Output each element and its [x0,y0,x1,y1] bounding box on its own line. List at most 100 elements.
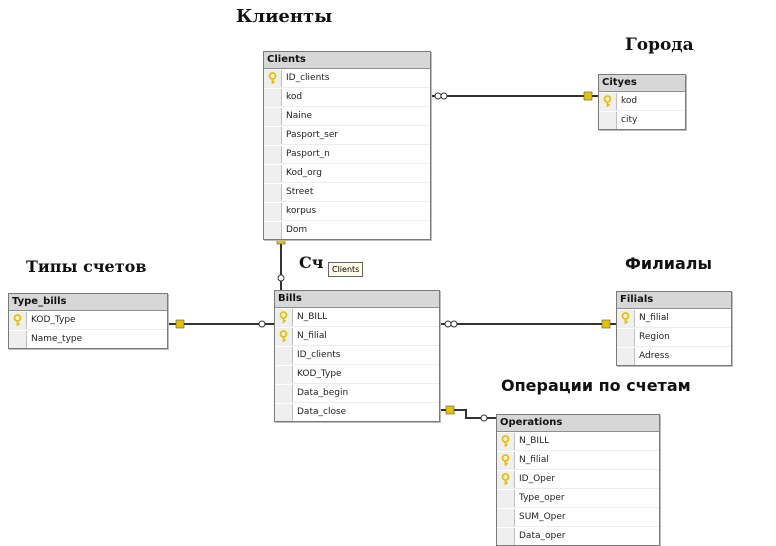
caption-operations: Операции по счетам [501,376,691,395]
table-column-row[interactable]: korpus [264,202,430,221]
row-selector [264,107,282,125]
table-column-row[interactable]: kod [264,88,430,107]
caption-clients: Клиенты [236,6,333,27]
caption-bills: Сч [299,253,324,272]
primary-key-icon [264,69,282,87]
primary-key-icon [497,470,515,488]
table-column-row[interactable]: Adress [617,347,731,365]
table-title: Filials [617,292,731,309]
column-name: Kod_org [286,168,322,178]
row-selector [275,384,293,402]
table-column-row[interactable]: N_BILL [497,432,659,451]
table-column-row[interactable]: KOD_Type [275,365,439,384]
table-column-row[interactable]: Data_close [275,403,439,421]
table-column-row[interactable]: Kod_org [264,164,430,183]
row-selector [599,111,617,129]
caption-bill-types: Типы счетов [26,257,147,276]
column-name: N_BILL [519,436,550,446]
row-selector [617,347,635,365]
column-name: KOD_Type [31,315,76,325]
table-column-row[interactable]: ID_clients [264,69,430,88]
table-column-row[interactable]: KOD_Type [9,311,167,330]
table-column-row[interactable]: N_BILL [275,308,439,327]
column-name: Data_begin [297,388,349,398]
table-title: Cityes [599,75,685,92]
row-selector [264,88,282,106]
row-selector [497,489,515,507]
column-name: N_filial [297,331,327,341]
column-name: ID_clients [297,350,341,360]
column-name: Data_oper [519,531,566,541]
relation-end-bills-operations [480,414,488,422]
row-selector [275,365,293,383]
column-name: Pasport_n [286,149,330,159]
table-column-row[interactable]: Name_type [9,330,167,348]
table-column-row[interactable]: Dom [264,221,430,239]
column-name: Dom [286,225,308,235]
key-end-bills-operations [445,405,455,415]
primary-key-icon [275,308,293,326]
column-name: N_BILL [297,312,328,322]
table-column-row[interactable]: Region [617,328,731,347]
table-column-row[interactable]: city [599,111,685,129]
table-column-row[interactable]: Pasport_ser [264,126,430,145]
column-name: Street [286,187,314,197]
column-name: N_filial [639,313,669,323]
key-end-clients-cities [583,91,593,101]
column-name: Naine [286,111,312,121]
table-column-row[interactable]: Type_oper [497,489,659,508]
caption-branches: Филиалы [625,254,712,273]
key-end-billtypes-bills [175,319,185,329]
table-column-row[interactable]: SUM_Oper [497,508,659,527]
column-name: Adress [639,351,670,361]
primary-key-icon [497,432,515,450]
table-column-row[interactable]: kod [599,92,685,111]
relation-end-bills-clients [277,274,285,282]
row-selector [264,183,282,201]
table-column-row[interactable]: ID_Oper [497,470,659,489]
primary-key-icon [617,309,635,327]
table-title: Type_bills [9,294,167,311]
column-name: Region [639,332,670,342]
primary-key-icon [497,451,515,469]
column-name: city [621,115,638,125]
tooltip-clients: Clients [328,262,364,277]
key-end-bills-branches [601,319,611,329]
primary-key-icon [275,327,293,345]
table-column-row[interactable]: Naine [264,107,430,126]
row-selector [275,403,293,421]
column-name: KOD_Type [297,369,342,379]
primary-key-icon [599,92,617,110]
row-selector [497,508,515,526]
relation-end-billtypes-bills [258,320,266,328]
row-selector [9,330,27,348]
table-column-row[interactable]: N_filial [617,309,731,328]
row-selector [264,164,282,182]
table-column-row[interactable]: Data_begin [275,384,439,403]
column-name: kod [286,92,303,102]
table-column-row[interactable]: Street [264,183,430,202]
column-name: N_filial [519,455,549,465]
table-column-row[interactable]: ID_clients [275,346,439,365]
row-selector [617,328,635,346]
row-selector [264,202,282,220]
table-column-row[interactable]: Pasport_n [264,145,430,164]
table-title: Bills [275,291,439,308]
relation-end-bills-branches [444,320,452,328]
row-selector [264,221,282,239]
relation-end-clients-cities-b [440,92,448,100]
table-column-row[interactable]: N_filial [497,451,659,470]
relation-end-bills-branches-b [450,320,458,328]
table-title: Clients [264,52,430,69]
table-column-row[interactable]: Data_oper [497,527,659,545]
caption-cities: Города [625,35,694,55]
table-column-row[interactable]: N_filial [275,327,439,346]
table-title: Operations [497,415,659,432]
